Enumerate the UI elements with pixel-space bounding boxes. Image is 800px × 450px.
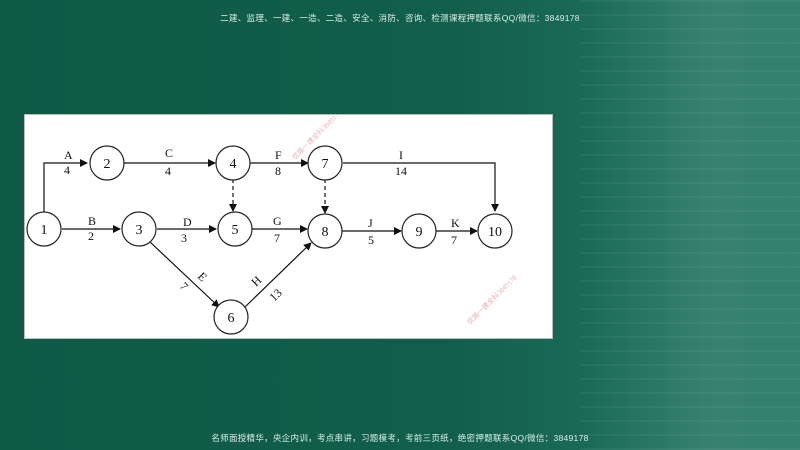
node-2: 2: [89, 145, 125, 181]
svg-text:5: 5: [232, 223, 239, 238]
activity-B-duration: 2: [88, 229, 94, 243]
activity-I-name: I: [399, 148, 403, 162]
svg-text:8: 8: [322, 225, 329, 240]
activity-H-name: H: [248, 273, 264, 289]
activity-K-duration: 7: [451, 233, 457, 247]
background-building-image: [580, 0, 800, 450]
svg-text:4: 4: [230, 157, 237, 172]
svg-text:6: 6: [228, 311, 235, 326]
node-1: 1: [26, 211, 62, 247]
activity-D-duration: 3: [181, 231, 187, 245]
network-diagram: A 4 B 2 C 4 D 3 E 7 F 8 G 7 H 13 I 14 J …: [26, 108, 519, 335]
arrow-E: [149, 241, 220, 308]
activity-K-name: K: [451, 216, 460, 230]
activity-E-duration: 7: [177, 279, 191, 293]
node-10: 10: [477, 213, 513, 249]
svg-text:9: 9: [416, 225, 423, 240]
activity-G-name: G: [273, 214, 282, 228]
node-8: 8: [307, 213, 343, 249]
svg-text:10: 10: [488, 225, 502, 240]
top-contact-banner: 二建、监理、一建、一造、二造、安全、消防、咨询、检测课程押题联系QQ/微信：38…: [220, 13, 580, 23]
activity-G-duration: 7: [274, 231, 280, 245]
network-diagram-panel: A 4 B 2 C 4 D 3 E 7 F 8 G 7 H 13 I 14 J …: [24, 108, 553, 339]
activity-F-name: F: [275, 148, 282, 162]
arrow-I: [343, 162, 499, 212]
node-9: 9: [401, 213, 437, 249]
arrow-A: [43, 159, 88, 212]
activity-J-name: J: [368, 216, 373, 230]
activity-D-name: D: [183, 215, 192, 229]
svg-text:7: 7: [322, 157, 329, 172]
node-6: 6: [213, 299, 249, 335]
activity-C-name: C: [165, 146, 173, 160]
activity-H-duration: 13: [266, 286, 284, 304]
arrow-H: [244, 242, 312, 308]
svg-text:3: 3: [136, 223, 143, 238]
activity-C-duration: 4: [165, 164, 171, 178]
activity-J-duration: 5: [368, 233, 374, 247]
node-3: 3: [121, 211, 157, 247]
svg-text:2: 2: [104, 157, 111, 172]
activity-B-name: B: [88, 214, 96, 228]
svg-text:1: 1: [41, 223, 48, 238]
activity-E-name: E: [195, 269, 210, 284]
node-4: 4: [215, 145, 251, 181]
activity-I-duration: 14: [395, 164, 407, 178]
node-5: 5: [217, 211, 253, 247]
watermark-text: 优路一建全科3849178: [465, 273, 519, 327]
bottom-contact-banner: 名师面授精华，央企内训，考点串讲，习题模考，考前三页纸，绝密押题联系QQ/微信：…: [211, 433, 589, 443]
node-7: 7: [307, 145, 343, 181]
activity-F-duration: 8: [275, 164, 281, 178]
activity-A-duration: 4: [64, 163, 70, 177]
activity-A-name: A: [64, 148, 73, 162]
